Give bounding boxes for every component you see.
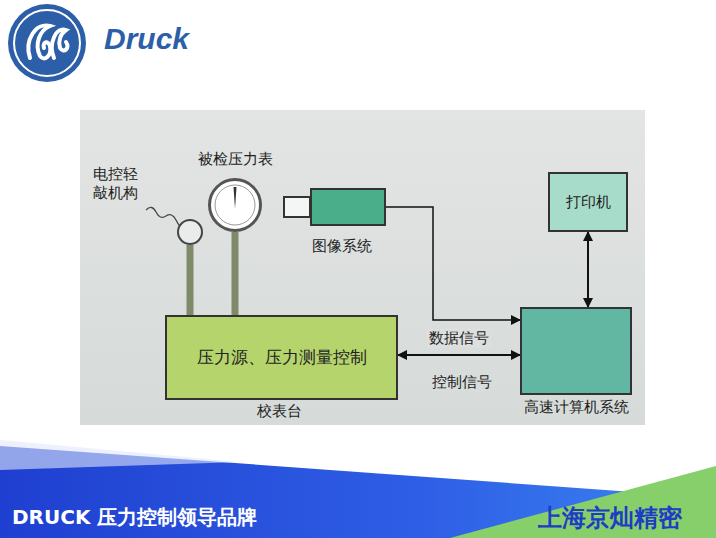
printer-arrow [587,232,589,307]
box-caption: 校表台 [257,402,302,421]
data-arrow [386,207,520,320]
band-highlight [0,440,240,470]
camera-lens [284,197,310,217]
brand-name: Druck [104,22,189,56]
box-caption: 图像系统 [312,237,372,256]
dial-ring [215,185,255,225]
gauge-dial [211,181,259,229]
logo-ring [14,10,80,76]
pressure-source-box: 压力源、压力测量控制校表台 [165,315,398,400]
pressure-pipe [187,245,194,315]
computer-box: 高速计算机系统 [520,307,632,395]
logo-curl [52,29,67,58]
gauge-needle [234,187,237,209]
diagram-ground [80,110,645,425]
box-caption: 被检压力表 [198,150,273,169]
box-text: 打印机 [566,193,611,212]
box-text: 压力源、压力测量控制 [197,347,367,368]
ge-logo [8,4,86,82]
signal-label: 数据信号 [427,329,491,348]
pressure-gauge: 被检压力表 [208,178,262,232]
slogan: DRUCK 压力控制领导品牌 [12,504,257,531]
logo-disc [8,4,86,82]
box-caption: 高速计算机系统 [524,398,629,417]
signal-label: 控制信号 [430,373,494,392]
logo-curl [28,25,50,58]
printer-box: 打印机 [548,172,628,232]
company-name: 上海京灿精密 [538,502,682,534]
box-caption: 电控轻敲机构 [93,165,140,203]
signal-arrow [398,354,520,356]
tapping-mechanism: 电控轻敲机构 [177,219,203,245]
green-wedge [450,466,716,538]
pressure-pipe [232,232,239,315]
camera-body: 图像系统 [310,188,386,226]
